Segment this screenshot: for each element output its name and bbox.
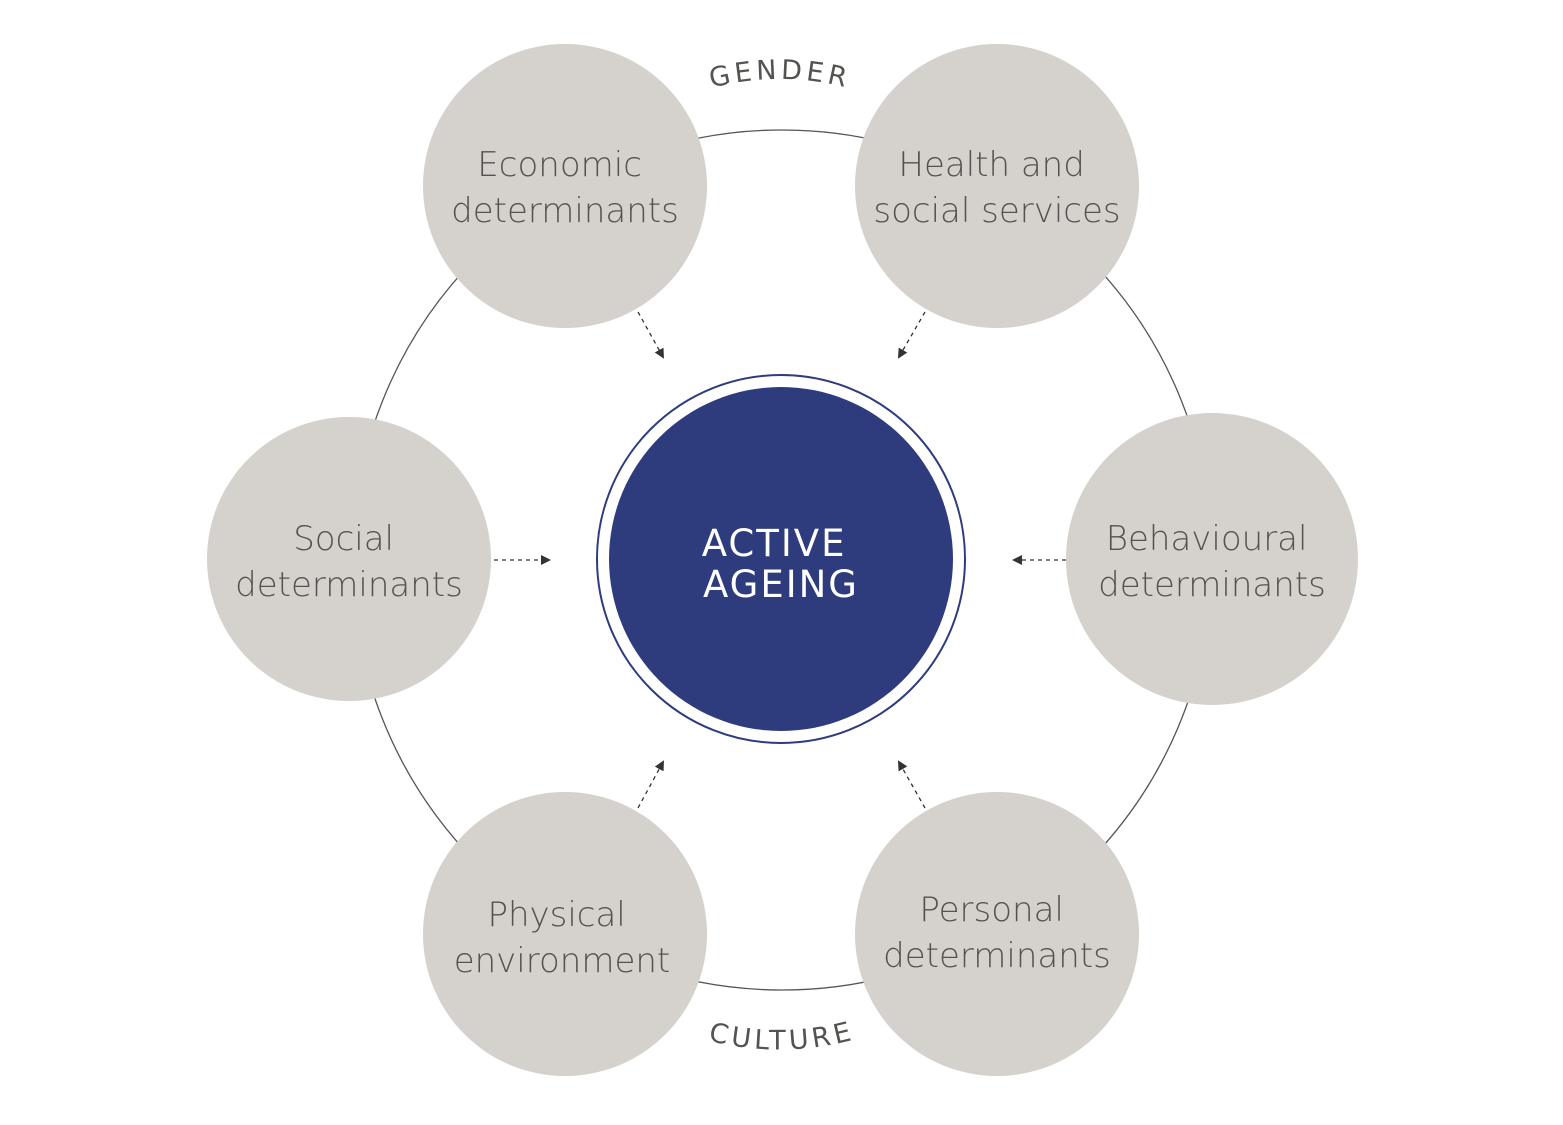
node-health-circle xyxy=(855,44,1139,328)
node-physical-circle xyxy=(423,792,707,1076)
arrow-economic xyxy=(637,311,664,359)
node-behavioural: Behavioural determinants xyxy=(1066,413,1358,705)
arrow-physical xyxy=(637,760,664,809)
center-label: ACTIVE AGEING xyxy=(702,522,860,606)
center-circle xyxy=(609,387,953,731)
node-social: Social determinants xyxy=(207,417,491,701)
node-economic-label: Economic determinants xyxy=(451,145,679,231)
node-health-label: Health and social services xyxy=(873,145,1120,231)
node-social-label: Social determinants xyxy=(235,519,463,605)
node-physical-label: Physical environment xyxy=(454,895,671,981)
node-personal-circle xyxy=(855,792,1139,1076)
center-label-line-1: ACTIVE xyxy=(702,522,847,565)
node-personal: Personal determinants xyxy=(855,792,1139,1076)
node-behavioural-circle xyxy=(1066,413,1358,705)
node-economic-circle xyxy=(423,44,707,328)
node-health: Health and social services xyxy=(855,44,1139,328)
node-economic: Economic determinants xyxy=(423,44,707,328)
culture-label: CULTURE xyxy=(706,1016,857,1057)
arrow-health xyxy=(897,311,926,359)
gender-label: GENDER xyxy=(706,55,853,95)
node-social-circle xyxy=(207,417,491,701)
node-physical: Physical environment xyxy=(423,792,707,1076)
arrow-personal xyxy=(898,760,926,809)
node-behavioural-label: Behavioural determinants xyxy=(1098,519,1326,605)
node-personal-label: Personal determinants xyxy=(883,890,1111,976)
center-label-line-2: AGEING xyxy=(703,563,859,606)
arrows xyxy=(494,311,1066,809)
